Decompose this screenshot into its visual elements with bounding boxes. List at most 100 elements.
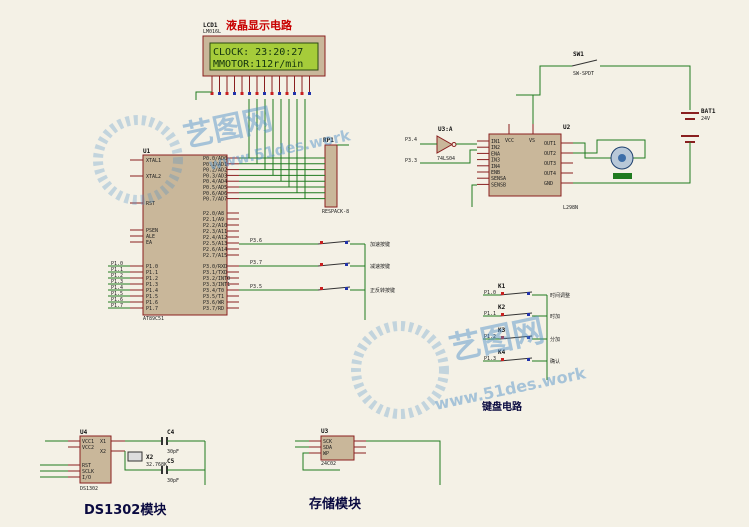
- u2-right-pin-label: GND: [544, 181, 553, 187]
- lcd-module[interactable]: LCD1 LM016L 液晶显示电路 CLOCK: 23:20:27 MMOTO…: [195, 18, 326, 100]
- u2-top-pin-label: VCC: [505, 138, 514, 144]
- net-p34: P3.4: [405, 137, 417, 143]
- mcu-right-pin-label: P2.6/A14: [203, 247, 227, 253]
- key-pin: [527, 336, 530, 339]
- crystal-value: 32.768K: [146, 462, 167, 468]
- eeprom-pin-label: WP: [323, 451, 329, 457]
- button-contact: [317, 262, 351, 267]
- u3a-ref: U3:A: [438, 126, 453, 133]
- lcd-pin-end: [248, 92, 251, 95]
- u2-right-pin-label: OUT4: [544, 171, 556, 177]
- button-pin: [320, 263, 323, 266]
- keypad-title: 键盘电路: [481, 400, 523, 413]
- battery-bat1[interactable]: BAT1 24V: [701, 108, 716, 122]
- sw1-wire: [533, 65, 572, 96]
- u2-part: L298N: [563, 205, 578, 211]
- ds1302-pins: VCC1VCC2RSTSCLKI/OX1X2X232.768KC430pFC53…: [40, 429, 206, 485]
- mcu-left-pin-label: PSEN: [146, 228, 158, 234]
- mcu-left-net: P1.6: [111, 297, 123, 303]
- mcu-left-pin-label: P1.4: [146, 288, 158, 294]
- lcd-pin-end: [293, 92, 296, 95]
- lcd-pin-end: [285, 92, 289, 95]
- mcu-right-pin-label: P0.3/AD3: [203, 173, 227, 179]
- rtc-ds1302[interactable]: U4 DS1302 VCC1VCC2RSTSCLKI/OX1X2X232.768…: [40, 429, 206, 518]
- ds-pin-label: RST: [82, 463, 91, 469]
- lcd-title: 液晶显示电路: [226, 18, 293, 32]
- mcu-left-net: P1.7: [111, 303, 123, 309]
- mcu-right-pin-label: P2.7/A15: [203, 253, 227, 259]
- key-label: 分加: [550, 336, 560, 343]
- ds1302-title: DS1302模块: [84, 502, 167, 518]
- mcu-left-pin-label: P1.1: [146, 270, 158, 276]
- u2-left-pin-label: SENSB: [491, 182, 506, 188]
- lcd-pin-end: [240, 92, 244, 95]
- u2-right-pin-label: OUT1: [544, 141, 556, 147]
- lcd-pin-end: [263, 92, 266, 95]
- respack-rp1[interactable]: RP1 RESPACK-8: [322, 137, 349, 215]
- crystal-ref: X2: [146, 454, 154, 461]
- u2-pins: IN1IN2ENAIN3IN4ENBSENSASENSBOUT1OUT2OUT3…: [405, 59, 699, 207]
- storage-title: 存储模块: [309, 496, 362, 512]
- lcd-pin-end: [255, 92, 259, 95]
- mcu-left-pin-label: P1.7: [146, 306, 158, 312]
- ds-pin-label: I/O: [82, 475, 91, 481]
- key-net: P1.1: [484, 311, 496, 317]
- vs-wire: [516, 94, 534, 124]
- cap-ref: C5: [167, 458, 175, 465]
- mcu-right-pin-label: P3.5/T1: [203, 294, 224, 300]
- cap-value: 30pF: [167, 449, 179, 455]
- mcu-pins: XTAL1XTAL2RSTPSENALEEAP1.0P1.0P1.1P1.1P1…: [108, 156, 239, 312]
- sw1-ref: SW1: [573, 51, 584, 58]
- eeprom-ground-wire: [366, 440, 441, 485]
- lcd-pin-end: [225, 92, 229, 95]
- net-p33: P3.3: [405, 158, 417, 164]
- mcu-right-pin-label: P0.0/AD0: [203, 156, 227, 162]
- key-label: 时加: [550, 313, 560, 320]
- motor-driver-u2[interactable]: U2 L298N IN1IN2ENAIN3IN4ENBSENSASENSBOUT…: [405, 59, 699, 211]
- key-pin: [501, 292, 504, 295]
- key-pin: [527, 358, 530, 361]
- lcd-line-1: CLOCK: 23:20:27: [213, 47, 303, 58]
- key-contact: [499, 335, 533, 340]
- motor-shaft: [618, 154, 626, 162]
- sw1-part: SW-SPDT: [573, 71, 594, 77]
- motor-base: [613, 173, 632, 179]
- switch-sw1[interactable]: SW1 SW-SPDT: [573, 51, 594, 77]
- key-ref: K2: [498, 304, 506, 311]
- mcu-left-net: P1.2: [111, 273, 123, 279]
- mcu-right-pin-label: P2.3/A11: [203, 229, 227, 235]
- mcu-u1[interactable]: U1 AT89C51 XTAL1XTAL2RSTPSENALEEAP1.0P1.…: [108, 148, 239, 322]
- wp-wire: [302, 452, 340, 471]
- button-pin: [320, 241, 323, 244]
- button-net: P3.7: [250, 260, 262, 266]
- ds-pin-label: VCC1: [82, 439, 94, 445]
- ds-pin-label: VCC2: [82, 445, 94, 451]
- mcu-right-pin-label: P3.7/RD: [203, 306, 224, 312]
- mcu-right-pin-label: P2.1/A9: [203, 217, 224, 223]
- key-contact: [499, 312, 533, 317]
- mcu-right-pin-label: P2.5/A13: [203, 241, 227, 247]
- inverter-u3a[interactable]: U3:A 74LS04: [436, 126, 457, 162]
- dc-motor[interactable]: [610, 146, 634, 179]
- cap-value: 30pF: [167, 478, 179, 484]
- key-pin: [527, 313, 530, 316]
- lcd-part: LM016L: [203, 29, 221, 35]
- eeprom-ref: U3: [321, 428, 329, 435]
- mcu-right-pin-label: P0.4/AD4: [203, 179, 227, 185]
- ds1302-body: [79, 435, 112, 484]
- key-ref: K1: [498, 283, 506, 290]
- u2-right-pin-label: OUT2: [544, 151, 556, 157]
- key-pin: [527, 292, 530, 295]
- eeprom-body: [320, 435, 355, 461]
- key-ref: K4: [498, 349, 506, 356]
- key-label: 确认: [550, 358, 560, 365]
- key-net: P1.2: [484, 334, 496, 340]
- key-net: P1.0: [484, 290, 496, 296]
- button-pin: [345, 241, 348, 244]
- mcu-left-pin-label: XTAL2: [146, 174, 161, 180]
